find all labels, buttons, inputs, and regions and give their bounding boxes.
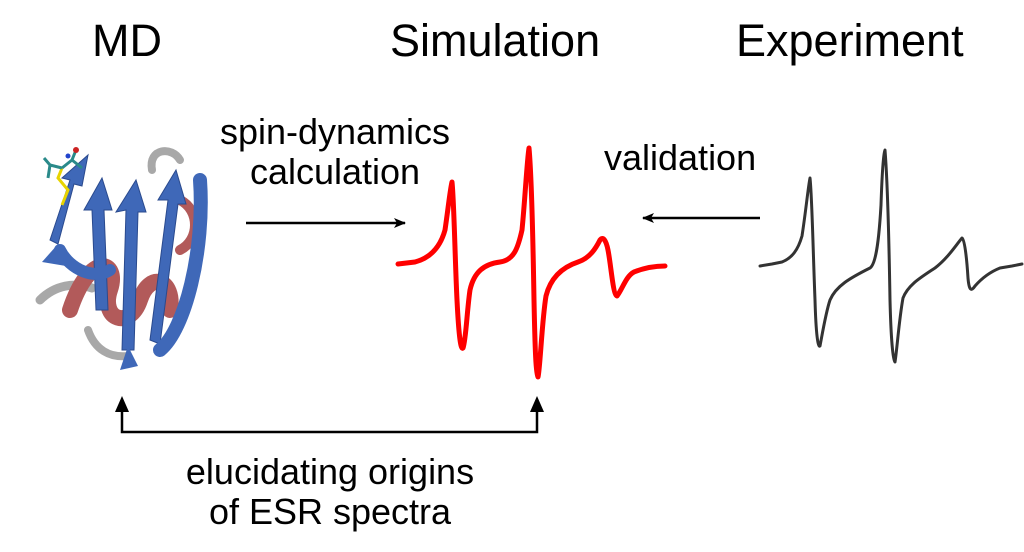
md-header: MD (92, 15, 162, 66)
experiment-spectrum (758, 148, 1024, 364)
spin-dynamics-line2: calculation (249, 151, 421, 193)
elucidating-label: elucidating origins of ESR spectra (120, 451, 540, 533)
spin-dynamics-label: spin-dynamics calculation (190, 111, 480, 193)
simulation-spectrum (395, 145, 668, 380)
simulation-header: Simulation (390, 15, 601, 66)
spin-label-icon (42, 147, 83, 206)
protein-ribbon-icon (35, 147, 208, 370)
elucidating-bracket-arrow (115, 396, 544, 434)
experiment-header: Experiment (736, 15, 964, 66)
spin-dynamics-line1: spin-dynamics (219, 111, 451, 152)
elucidating-line2: of ESR spectra (208, 491, 452, 533)
elucidating-line1: elucidating origins (185, 451, 475, 492)
validation-label: validation (604, 137, 757, 178)
